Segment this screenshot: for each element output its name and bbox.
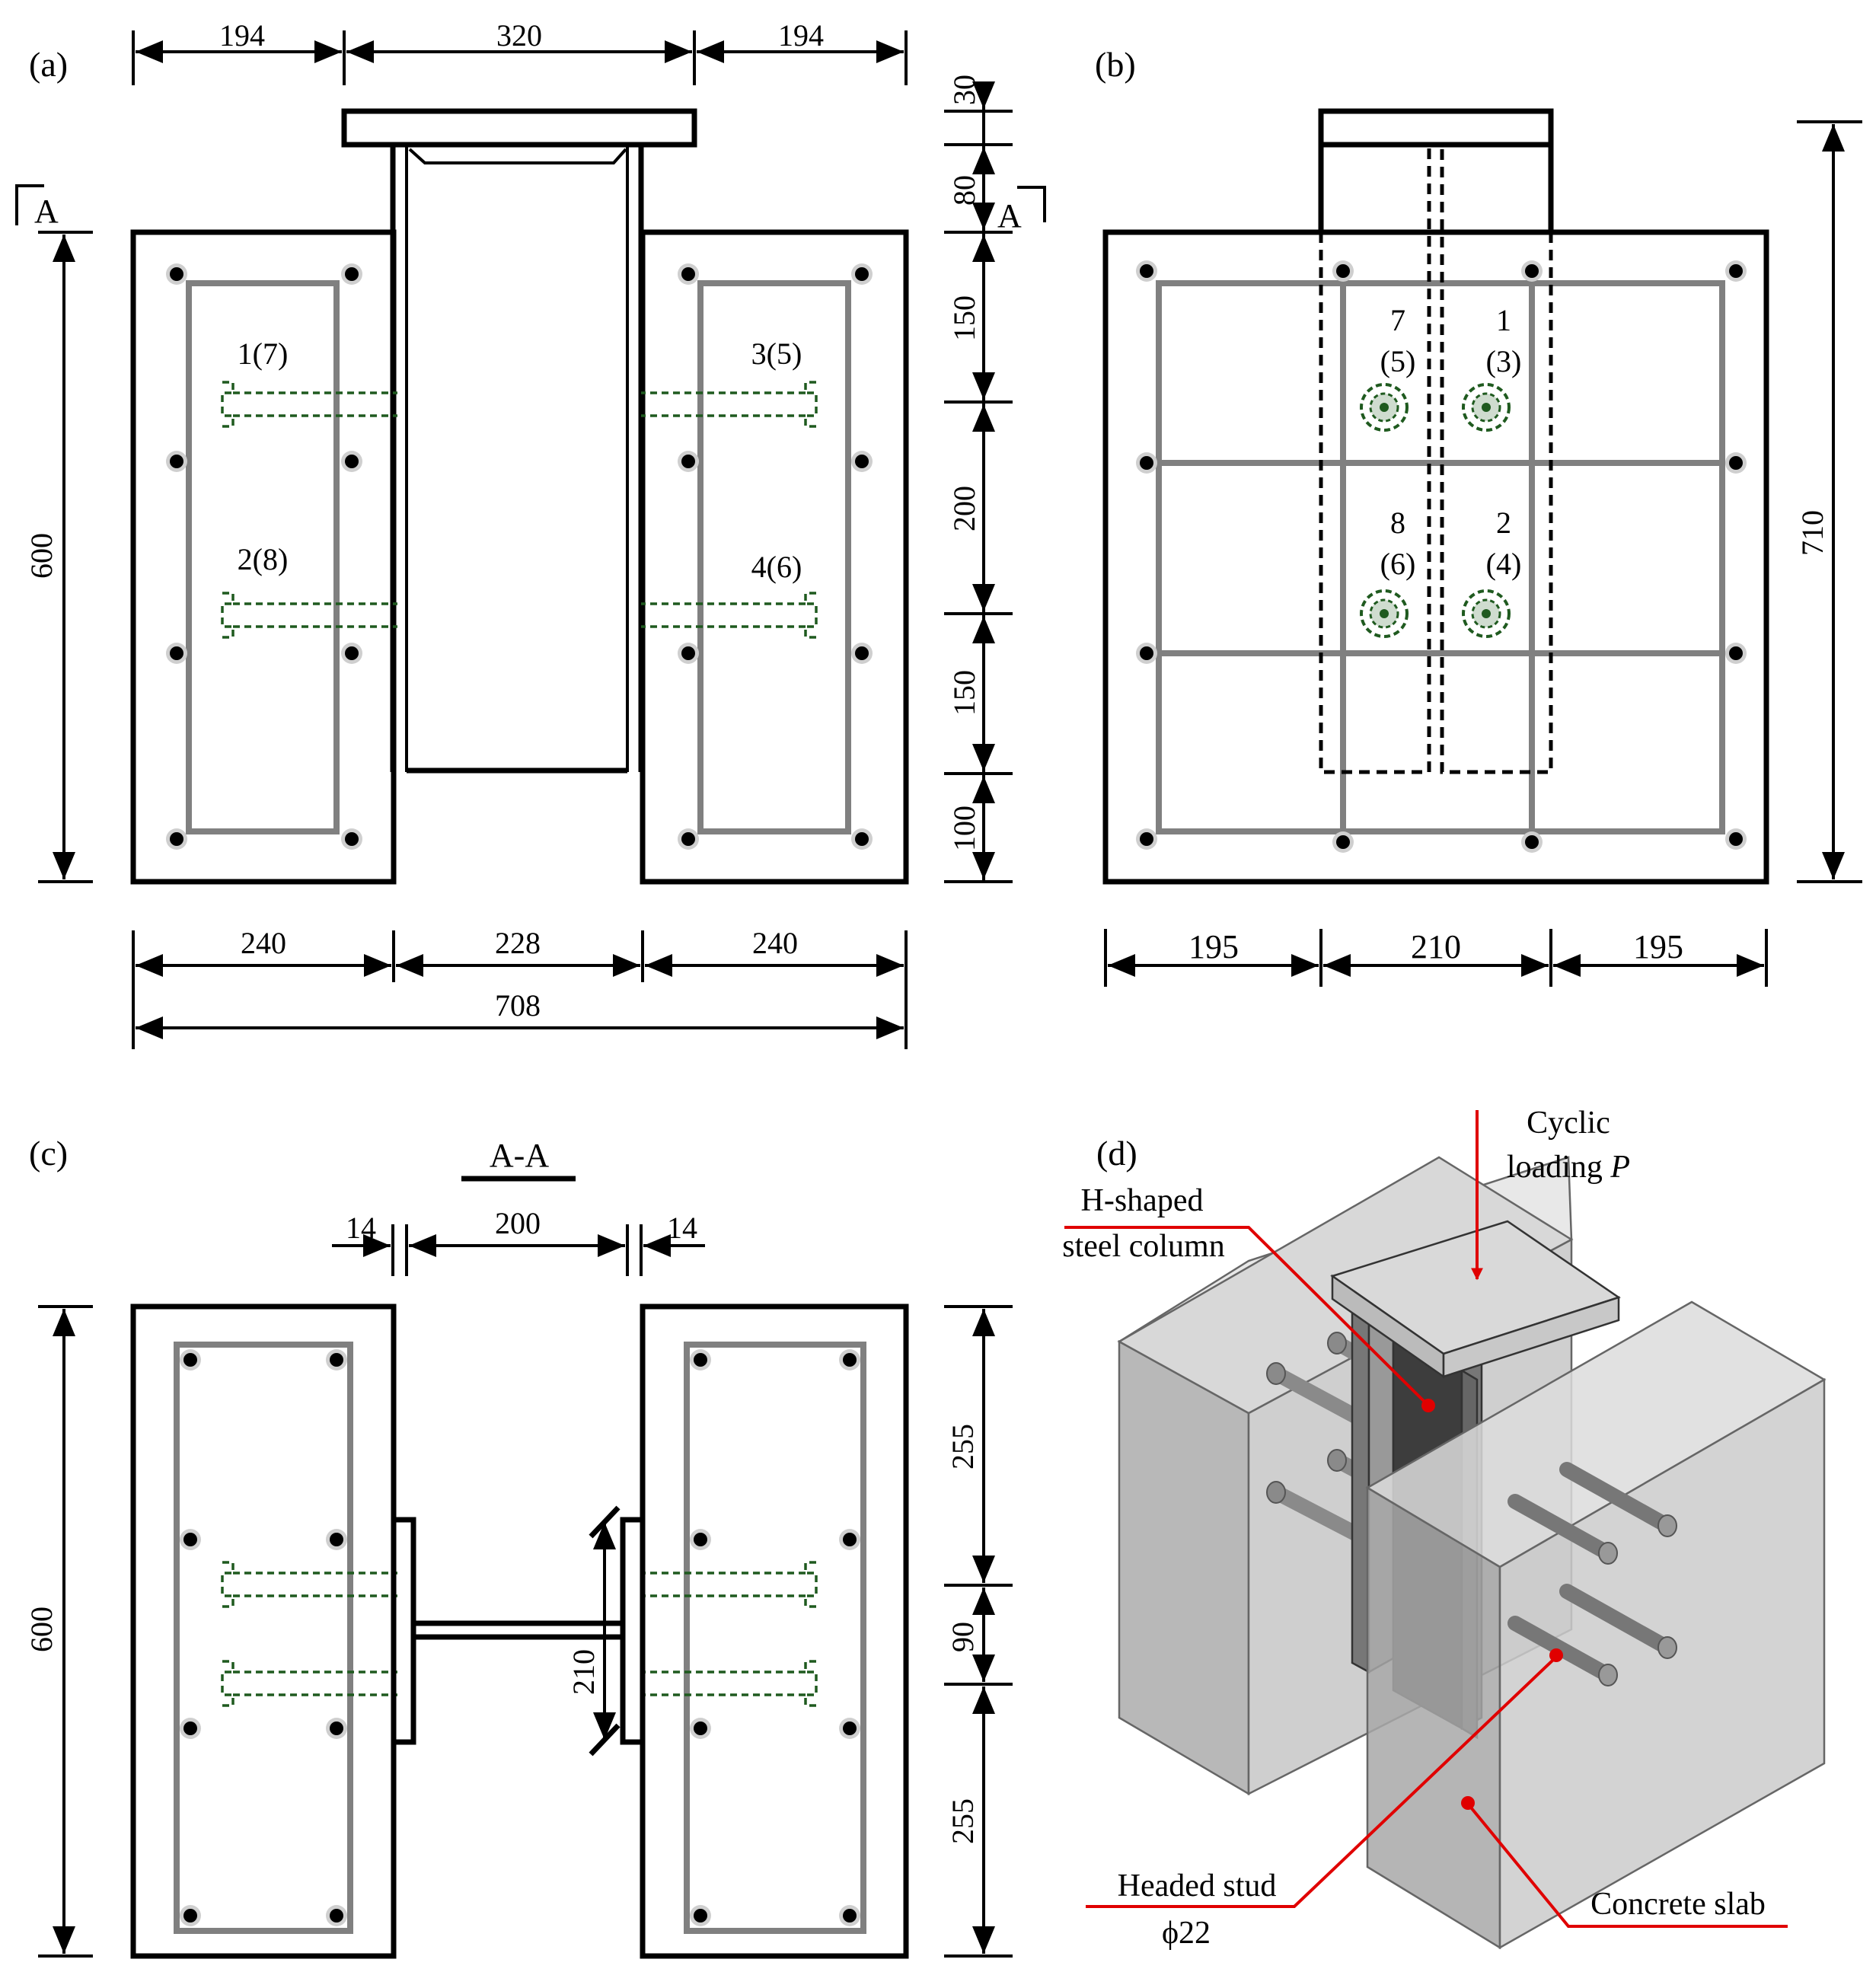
b-dim-195-right: 195 — [1633, 928, 1683, 965]
a-left-slab: 1(7) 2(8) — [130, 229, 399, 885]
a-left-dimension: 600 — [24, 231, 93, 883]
panel-b-label: (b) — [1095, 45, 1136, 84]
d-stud-line2: ϕ22 — [1162, 1916, 1211, 1951]
b-stud-8: 8 — [1390, 506, 1405, 540]
c-right-slab — [640, 1303, 909, 1959]
b-embedded-column — [1319, 145, 1553, 774]
c-h-section — [391, 1517, 646, 1745]
c-dim-600: 600 — [24, 1607, 59, 1652]
a-dim-150-bottom: 150 — [947, 670, 981, 716]
a-dim-194-left: 194 — [219, 18, 265, 53]
panel-a-label: (a) — [29, 45, 68, 84]
b-rebar-grid — [1136, 260, 1747, 853]
panel-a: (a) 194 320 194 A A — [15, 18, 1046, 1049]
c-top-dimensions: 14 200 14 — [332, 1206, 705, 1276]
d-stud-line1: Headed stud — [1118, 1868, 1277, 1903]
a-dim-200: 200 — [947, 486, 981, 531]
c-dim-210: 210 — [566, 1649, 601, 1695]
c-dim-14-right: 14 — [667, 1211, 697, 1245]
b-slab-outline — [1102, 229, 1769, 885]
panel-d: (d) — [1062, 1106, 1827, 1951]
b-stud-5: (5) — [1380, 344, 1416, 378]
a-dim-194-right: 194 — [778, 18, 824, 53]
a-section-mark-left: A — [34, 193, 59, 230]
panel-d-label: (d) — [1096, 1134, 1137, 1173]
panel-c-label: (c) — [29, 1134, 68, 1173]
b-bottom-dimensions: 195 210 195 — [1104, 928, 1768, 987]
c-dim-14-left: 14 — [346, 1211, 376, 1245]
c-dim-255-bottom: 255 — [946, 1798, 980, 1844]
a-dim-240-right: 240 — [752, 926, 798, 960]
b-stud-3: (3) — [1486, 344, 1522, 378]
b-stud-7: 7 — [1390, 303, 1405, 337]
b-stud-6: (6) — [1380, 547, 1416, 581]
a-stud-label-3: 3(5) — [751, 337, 802, 371]
d-column-line1: H-shaped — [1081, 1183, 1204, 1218]
c-title: A-A — [490, 1137, 549, 1174]
a-right-dimensions: 30 80 150 200 150 100 — [944, 75, 1013, 883]
d-stud-marker — [1549, 1648, 1563, 1662]
b-dim-710: 710 — [1795, 510, 1830, 556]
c-dim-90: 90 — [946, 1622, 980, 1652]
c-left-dimension: 600 — [24, 1305, 93, 1958]
b-dim-210: 210 — [1411, 928, 1461, 965]
a-stud-label-4: 4(6) — [751, 550, 802, 584]
a-section-mark-right: A — [997, 197, 1022, 235]
a-stud-label-2: 2(8) — [238, 542, 289, 576]
b-stud-2: 2 — [1496, 506, 1511, 540]
a-dim-320: 320 — [496, 18, 542, 53]
b-stud-1: 1 — [1496, 303, 1511, 337]
c-left-slab — [130, 1303, 399, 1959]
b-studs: 7 (5) 1 (3) 8 (6) 2 (4) — [1360, 303, 1522, 638]
a-dim-240-left: 240 — [241, 926, 286, 960]
d-column-line2: steel column — [1062, 1229, 1224, 1264]
d-load-line2: loading — [1507, 1150, 1610, 1185]
a-dim-150-top: 150 — [947, 295, 981, 341]
a-stud-label-1: 1(7) — [238, 337, 289, 371]
a-dim-100: 100 — [947, 806, 981, 851]
d-slab-label: Concrete slab — [1590, 1887, 1766, 1922]
a-dim-30: 30 — [947, 75, 981, 105]
a-dim-600: 600 — [24, 533, 59, 579]
panel-c: (c) A-A 14 200 14 — [24, 1134, 1013, 1959]
a-dim-228: 228 — [495, 926, 541, 960]
panel-b: (b) 7 (5) 1 — [1095, 45, 1862, 987]
a-top-dimensions: 194 320 194 — [132, 18, 908, 85]
b-stud-4: (4) — [1486, 547, 1522, 581]
c-dim-200: 200 — [495, 1206, 541, 1240]
d-load-line1: Cyclic — [1527, 1106, 1610, 1141]
d-column-marker — [1421, 1399, 1435, 1412]
c-dim-255-top: 255 — [946, 1424, 980, 1469]
d-load-var: P — [1610, 1150, 1630, 1185]
d-load-text: loading P — [1507, 1150, 1630, 1185]
d-front-studs — [1508, 1462, 1677, 1686]
d-front-slab — [1365, 1300, 1827, 1950]
b-right-dimension: 710 — [1795, 120, 1862, 883]
c-flange-dimension: 210 — [566, 1505, 621, 1757]
a-dim-80: 80 — [947, 175, 981, 206]
a-dim-708: 708 — [495, 988, 541, 1023]
d-slab-marker — [1461, 1796, 1475, 1810]
c-right-dimensions: 255 90 255 — [944, 1305, 1013, 1958]
b-dim-195-left: 195 — [1188, 928, 1239, 965]
a-right-slab: 3(5) 4(6) — [640, 229, 909, 885]
a-bottom-dimensions: 240 228 240 708 — [132, 926, 908, 1049]
